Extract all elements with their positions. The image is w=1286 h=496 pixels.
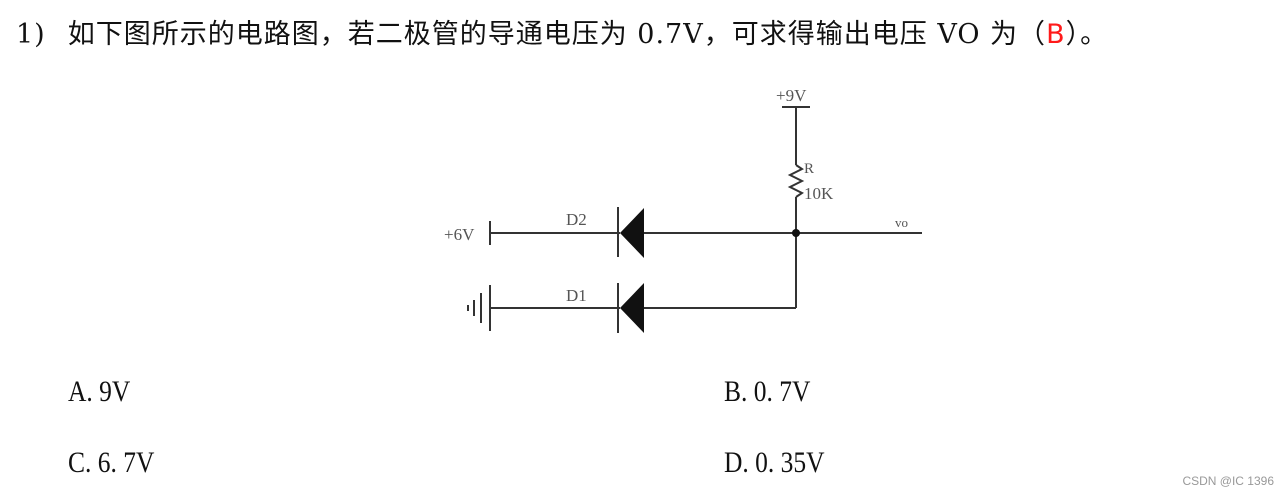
supply-label: +9V bbox=[776, 86, 807, 105]
option-a: A. 9V bbox=[68, 375, 131, 408]
option-d: D. 0. 35V bbox=[724, 446, 825, 479]
output-label: vo bbox=[895, 215, 908, 230]
question-tail: ）。 bbox=[1065, 19, 1109, 50]
question-number: 1) bbox=[16, 19, 46, 50]
d2-source-label: +6V bbox=[444, 225, 475, 244]
d2-diode-icon bbox=[620, 208, 644, 258]
watermark: CSDN @IC 1396 bbox=[1182, 474, 1274, 488]
d1-diode-icon bbox=[620, 283, 644, 333]
resistor-icon bbox=[787, 164, 805, 198]
question-text: 1) 如下图所示的电路图，若二极管的导通电压为 0.7V，可求得输出电压 VO 为… bbox=[16, 12, 1108, 51]
option-c: C. 6. 7V bbox=[68, 446, 155, 479]
d2-label: D2 bbox=[566, 210, 587, 229]
option-b: B. 0. 7V bbox=[724, 375, 811, 408]
junction-node bbox=[792, 229, 800, 237]
circuit-diagram: +9V R 10K vo D2 +6V D1 bbox=[444, 86, 922, 333]
answer-letter: B bbox=[1046, 19, 1066, 50]
resistor-value: 10K bbox=[804, 184, 834, 203]
d1-label: D1 bbox=[566, 286, 587, 305]
resistor-name: R bbox=[804, 161, 814, 177]
question-stem: 如下图所示的电路图，若二极管的导通电压为 0.7V，可求得输出电压 VO 为（ bbox=[67, 19, 1047, 50]
